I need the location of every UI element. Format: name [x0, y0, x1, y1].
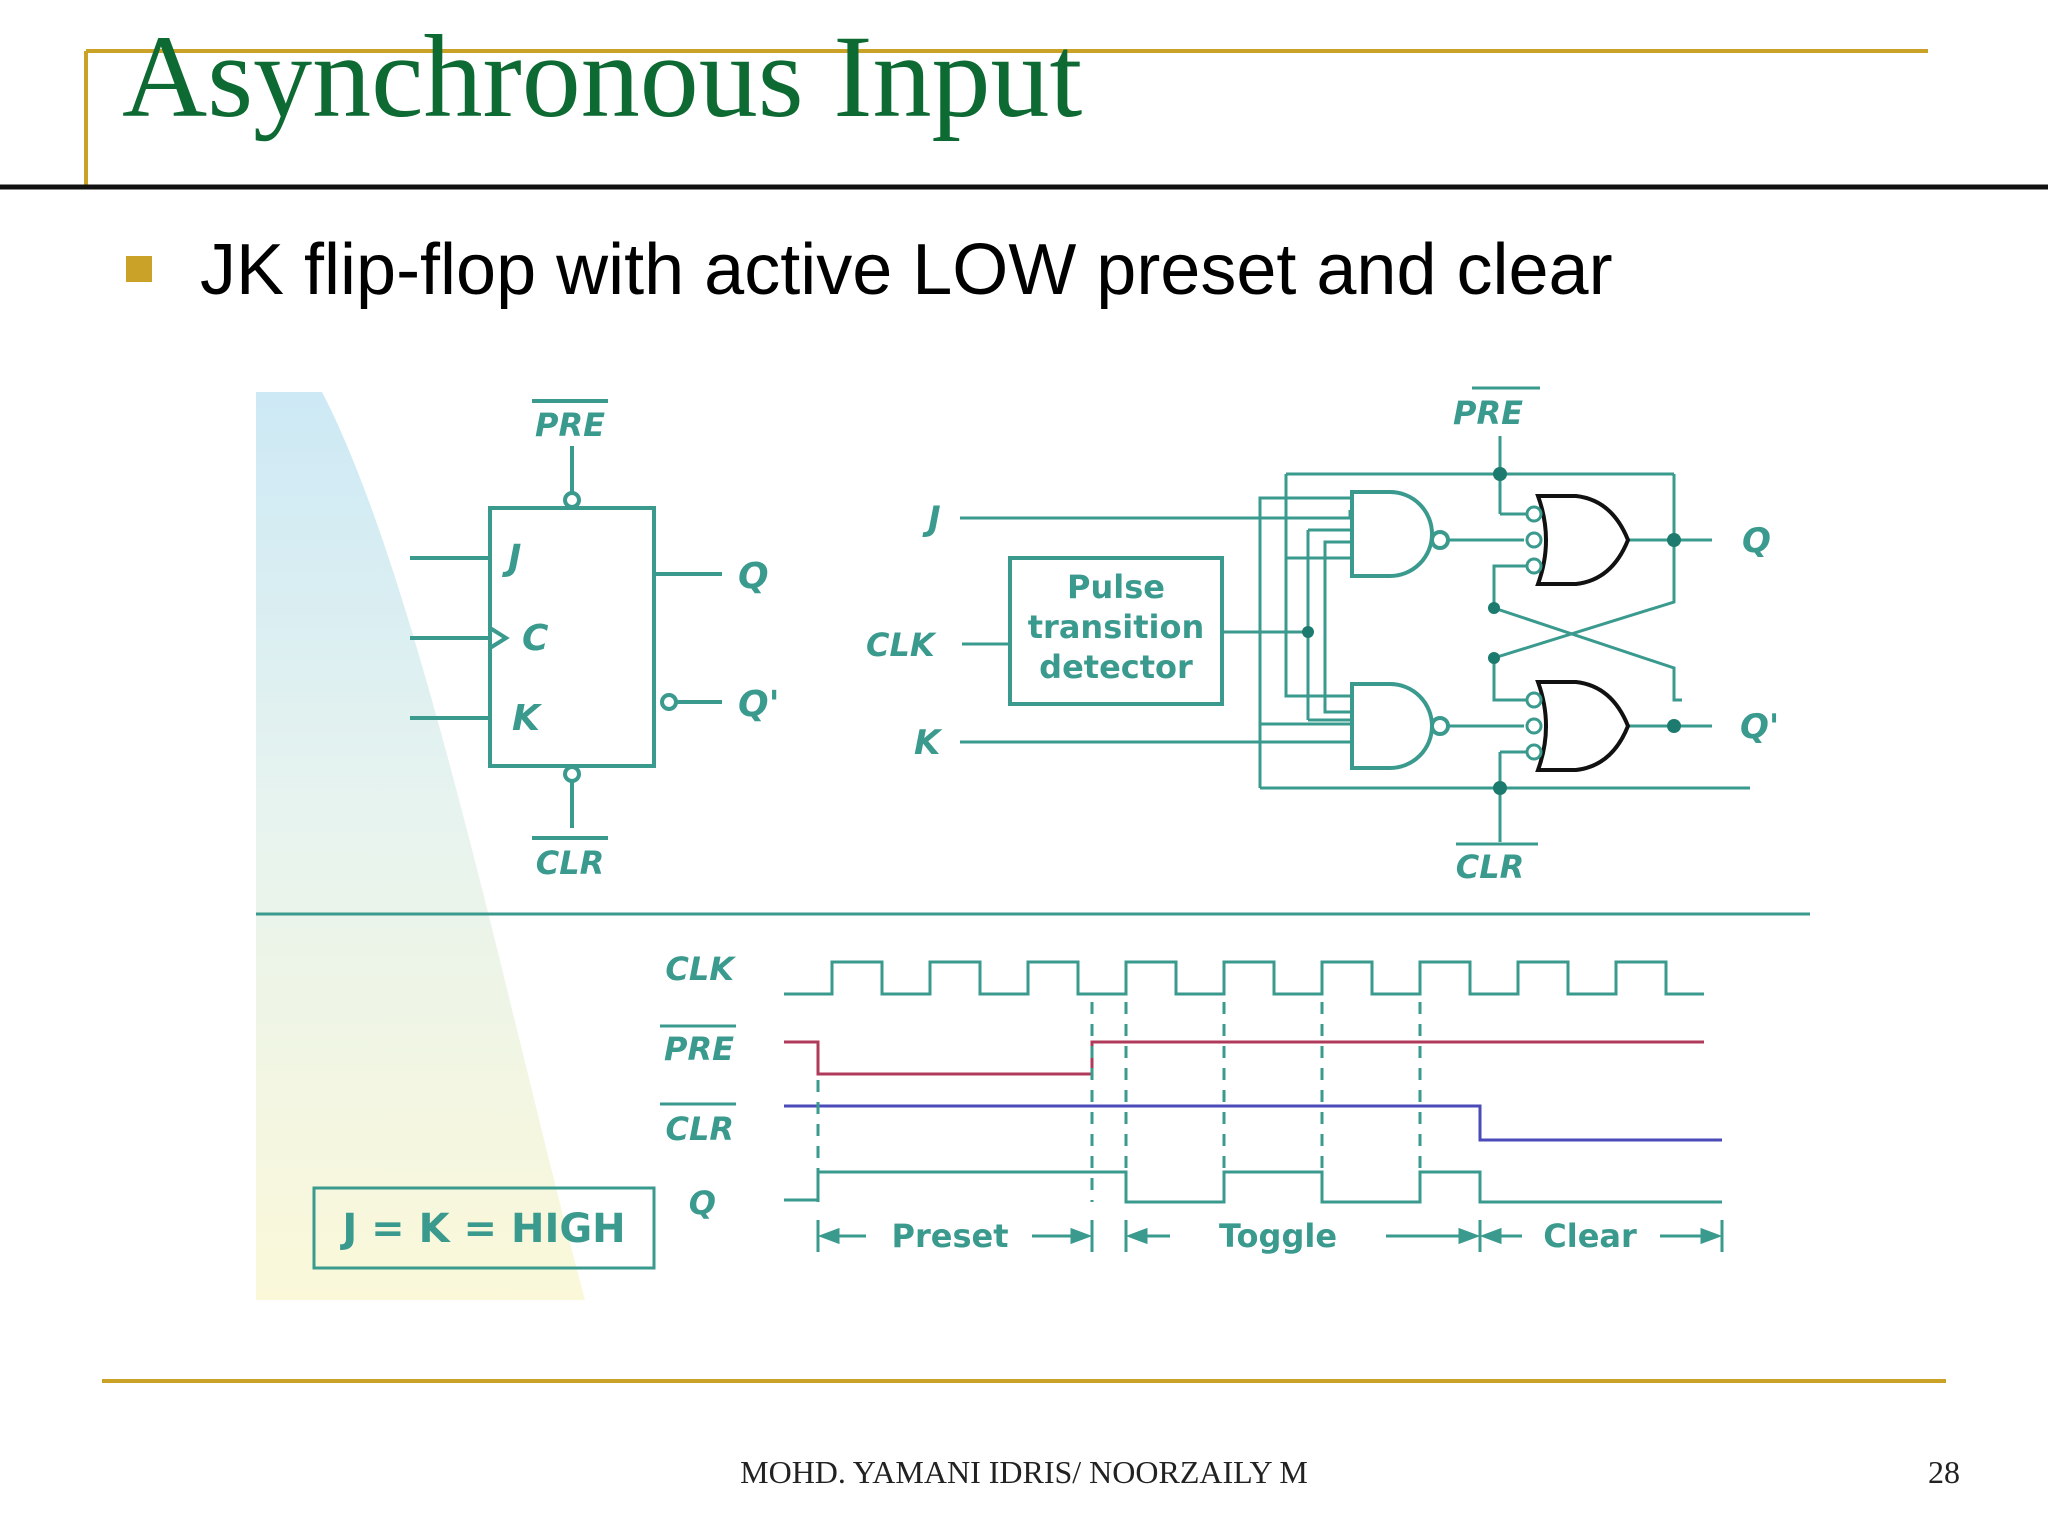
nand-upper-output-bubble [1430, 530, 1450, 550]
clr-inversion-bubble [563, 765, 581, 783]
q-waveform [784, 1170, 1722, 1204]
circuit-pre-label: PRE [1453, 394, 1523, 432]
footer-author: MOHD. YAMANI IDRIS/ NOORZAILY M [740, 1454, 1308, 1490]
slide-number: 28 [1928, 1454, 1960, 1490]
circuit-clr-label: CLR [1456, 848, 1525, 886]
bullet-square-icon [126, 256, 152, 282]
symbol-c-label: C [522, 618, 549, 659]
condition-label: J = K = HIGH [339, 1206, 625, 1252]
timing-clr-label: CLR [665, 1110, 734, 1148]
pre-inversion-bubble [563, 491, 581, 509]
symbol-q-label: Q [738, 556, 769, 597]
bullet-text: JK flip-flop with active LOW preset and … [200, 230, 1613, 310]
detector-label-line-2: transition [1028, 608, 1205, 646]
slide-title: Asynchronous Input [122, 11, 1083, 142]
or-gate-lower [1535, 680, 1631, 772]
or-gate-upper [1535, 494, 1631, 586]
clk-waveform [784, 960, 1704, 996]
phase-toggle-label: Toggle [1219, 1217, 1337, 1255]
circuit-q-label: Q [1742, 521, 1771, 561]
jk-flip-flop-figure: PRE CLR J C K Q Q' [256, 386, 1810, 1300]
timing-q-label: Q [689, 1184, 716, 1222]
nand-lower-output-bubble [1430, 716, 1450, 736]
clock-input-triangle [488, 626, 510, 650]
background-swoosh [256, 392, 585, 1300]
circuit-j-label: J [922, 499, 941, 539]
nand-gate-lower [1350, 682, 1434, 770]
timing-pre-label: PRE [664, 1030, 734, 1068]
symbol-pre-label: PRE [535, 406, 605, 444]
symbol-k-label: K [512, 698, 543, 739]
timing-clk-label: CLK [665, 950, 736, 988]
symbol-j-label: J [502, 538, 521, 579]
symbol-clr-label: CLR [536, 844, 605, 882]
circuit-clk-label: CLK [866, 626, 937, 664]
detector-label-line-3: detector [1039, 648, 1193, 686]
detector-label-line-1: Pulse [1067, 568, 1165, 606]
phase-clear-label: Clear [1543, 1217, 1637, 1255]
timing-diagram: CLK PRE CLR Q [312, 950, 1724, 1270]
pre-waveform [784, 1040, 1704, 1076]
circuit-qn-label: Q' [1740, 707, 1779, 747]
symbol-qn-label: Q' [738, 684, 780, 725]
internal-circuit [960, 386, 1750, 846]
condition-box [312, 1186, 656, 1270]
jk-symbol [410, 399, 722, 840]
clr-waveform [784, 1104, 1722, 1142]
phase-preset-label: Preset [892, 1217, 1009, 1255]
nand-gate-upper [1350, 490, 1434, 578]
circuit-k-label: K [914, 723, 943, 763]
